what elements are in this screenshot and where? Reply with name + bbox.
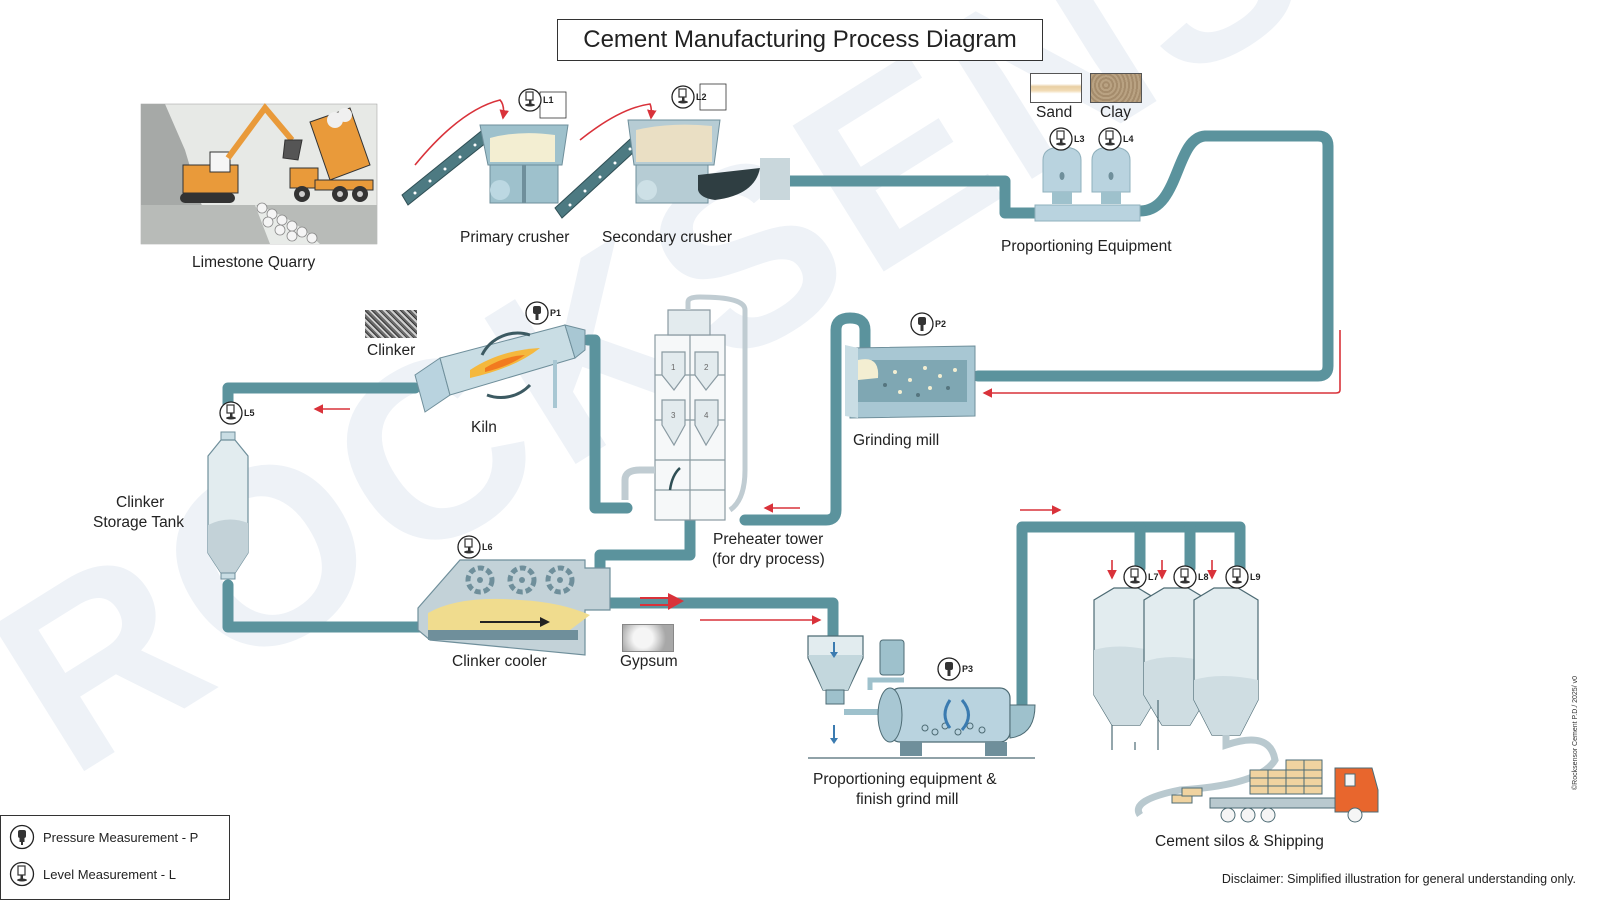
label-finish-mill-line2: finish grind mill: [856, 791, 959, 808]
level-sensor-l6: L6: [457, 535, 493, 559]
limestone-quarry-illustration: [140, 103, 378, 245]
cyclone-label: 1: [671, 363, 676, 372]
pipe-crusher-to-proportioning: [784, 175, 1046, 219]
legend-level-label: Level Measurement - L: [43, 866, 176, 882]
label-grinding-mill: Grinding mill: [853, 432, 940, 449]
silo-1: [1093, 587, 1159, 726]
silo-2: [1143, 587, 1209, 726]
shipping-truck-illustration: [1171, 759, 1379, 823]
level-sensor-l4: L4: [1098, 127, 1134, 151]
level-sensor-l9: L9: [1225, 565, 1261, 589]
sensor-tag-l7: L7: [1148, 572, 1159, 582]
sensor-tag-l6: L6: [482, 542, 493, 552]
copyright-notice: ©Rocksensor Cement P.D./ 2025/ v0: [1572, 676, 1579, 790]
pipe-cooler-to-preheater: [594, 509, 696, 574]
sensor-tag-l1: L1: [543, 95, 554, 105]
clay-sample-image: [1090, 73, 1142, 103]
sensor-tag-l3: L3: [1074, 134, 1085, 144]
label-preheater-line2: (for dry process): [712, 551, 825, 568]
pipe-network: [222, 130, 1334, 711]
legend-pressure-label: Pressure Measurement - P: [43, 829, 199, 845]
cyclone-label: 2: [704, 363, 709, 372]
level-sensor-l1: L1: [518, 88, 554, 112]
sensor-tag-p3: P3: [962, 664, 973, 674]
secondary-crusher-illustration: [554, 83, 790, 219]
label-secondary-crusher: Secondary crusher: [602, 229, 733, 246]
clinker-cooler-illustration: [417, 559, 611, 656]
label-clinker-cooler: Clinker cooler: [452, 653, 547, 670]
level-sensor-l5: L5: [219, 401, 255, 425]
fan-icon: [545, 565, 575, 595]
pipe-kiln-to-storage: [222, 382, 421, 420]
level-sensor-l8: L8: [1173, 565, 1209, 589]
legend: Pressure Measurement - P Level Measureme…: [0, 815, 230, 900]
label-clay: Clay: [1100, 104, 1132, 121]
pipe-storage-to-cooler: [222, 579, 431, 633]
cooler-output-arrow: [640, 593, 684, 610]
sensor-tag-l9: L9: [1250, 572, 1261, 582]
label-limestone-quarry: Limestone Quarry: [192, 254, 316, 271]
pipe-proportioning-to-grinding: [972, 130, 1334, 382]
proportioning-equipment-illustration: [1034, 146, 1141, 222]
clinker-storage-tank-illustration: [207, 431, 249, 580]
fan-icon: [465, 565, 495, 595]
label-finish-mill-line1: Proportioning equipment &: [813, 771, 997, 788]
finish-grind-mill-illustration: [807, 635, 1036, 759]
primary-crusher-illustration: [401, 91, 569, 206]
label-sand: Sand: [1036, 104, 1073, 121]
flow-arrow-return: [982, 330, 1341, 398]
kiln-illustration: [414, 324, 586, 413]
pipe-finish-to-silos: [1016, 521, 1246, 711]
pressure-sensor-p2: P2: [910, 312, 946, 336]
legend-pressure: Pressure Measurement - P: [9, 824, 198, 850]
pressure-sensor-p3: P3: [937, 657, 973, 681]
label-clinker-sample: Clinker: [367, 342, 416, 359]
label-clinker-storage-line1: Clinker: [116, 494, 165, 511]
label-clinker-storage-line2: Storage Tank: [93, 514, 185, 531]
flow-arrows: [313, 99, 1341, 625]
proportioning-tank-1: [1042, 146, 1082, 204]
fan-icon: [507, 565, 537, 595]
level-sensor-icon: [9, 861, 35, 887]
cement-silos-illustration: [1093, 587, 1279, 817]
sensor-tag-p1: P1: [550, 308, 561, 318]
cyclone-label: 4: [704, 411, 709, 420]
cyclone-label: 3: [671, 411, 676, 420]
sensor-tag-l5: L5: [244, 408, 255, 418]
flow-arrow-conveyor-2: [579, 103, 657, 141]
silo-3: [1193, 587, 1259, 736]
pipe-grinding-to-preheater: [739, 312, 871, 526]
grinding-mill-illustration: [845, 345, 976, 419]
sensor-tag-p2: P2: [935, 319, 946, 329]
label-kiln: Kiln: [471, 419, 497, 436]
preheater-tower-illustration: [621, 294, 748, 521]
label-proportioning-equipment: Proportioning Equipment: [1001, 238, 1172, 255]
sensor-tag-l8: L8: [1198, 572, 1209, 582]
cyclone-numbers: 1 2 3 4: [671, 363, 709, 420]
level-sensor-l7: L7: [1123, 565, 1159, 589]
label-preheater-line1: Preheater tower: [713, 531, 824, 548]
sensor-tag-l2: L2: [696, 92, 707, 102]
page-title: Cement Manufacturing Process Diagram: [557, 19, 1043, 61]
sensor-tag-l4: L4: [1123, 134, 1134, 144]
gypsum-sample-image: [622, 624, 674, 652]
sand-sample-image: [1030, 73, 1082, 103]
level-sensor-l2: L2: [671, 85, 707, 109]
flow-arrow-conveyor-1: [414, 99, 509, 166]
level-sensor-l3: L3: [1049, 127, 1085, 151]
proportioning-tank-2: [1091, 146, 1131, 204]
pipe-cooler-to-finish: [604, 597, 839, 642]
pressure-sensor-icon: [9, 824, 35, 850]
label-gypsum: Gypsum: [620, 653, 678, 670]
disclaimer: Disclaimer: Simplified illustration for …: [1221, 872, 1576, 886]
pressure-sensor-p1: P1: [525, 301, 561, 325]
legend-level: Level Measurement - L: [9, 861, 176, 887]
label-primary-crusher: Primary crusher: [460, 229, 570, 246]
clinker-sample-image: [365, 310, 417, 338]
pipe-preheater-to-kiln: [582, 334, 633, 514]
label-cement-silos: Cement silos & Shipping: [1155, 833, 1324, 850]
